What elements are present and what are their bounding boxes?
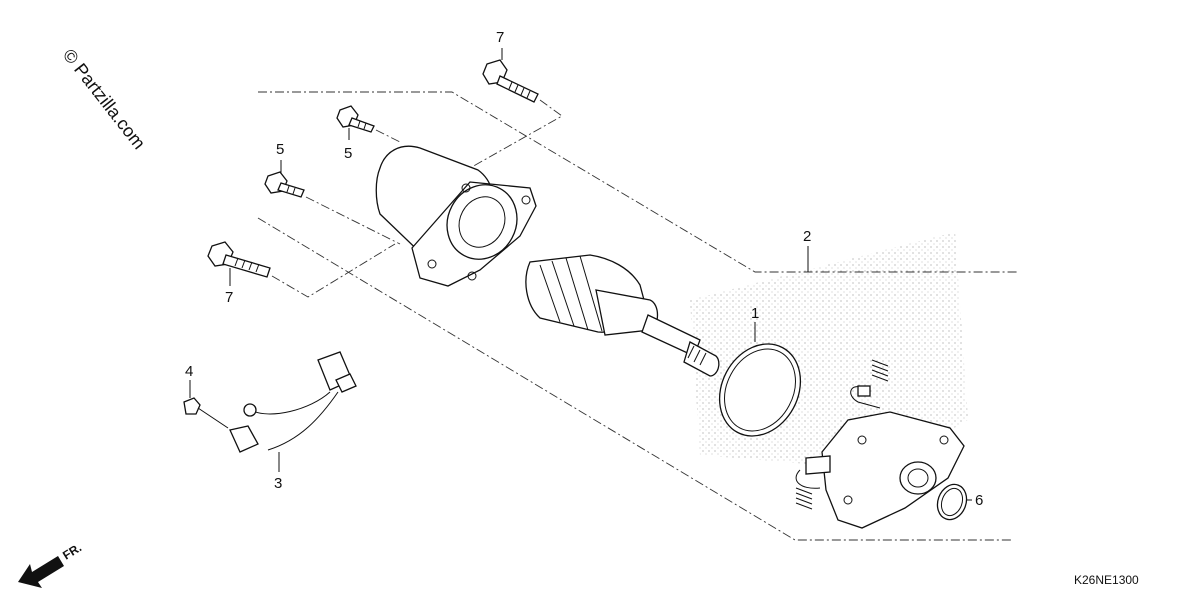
screw-4-icon <box>183 397 229 429</box>
callout-7-top: 7 <box>496 29 504 46</box>
front-direction-label: FR. <box>60 540 84 562</box>
diagram-code: K26NE1300 <box>1074 573 1139 587</box>
callout-4: 4 <box>185 363 193 380</box>
callout-7-lower: 7 <box>225 289 233 306</box>
assembly-outline <box>257 91 1018 541</box>
callout-1: 1 <box>751 305 759 322</box>
wire-harness-3-icon <box>229 351 357 453</box>
armature <box>525 254 720 377</box>
callout-3: 3 <box>274 475 282 492</box>
starter-motor-case <box>375 145 537 287</box>
spring-upper-icon <box>871 359 889 382</box>
callout-5-upper: 5 <box>344 145 352 162</box>
front-direction-arrow-icon <box>18 556 64 588</box>
bolt-7-top-icon <box>482 59 539 103</box>
callout-6: 6 <box>975 492 983 509</box>
callout-5-lower: 5 <box>276 141 284 158</box>
o-ring-1-icon <box>718 343 802 437</box>
bolt-5-upper-icon <box>336 105 375 133</box>
leader-lines <box>189 48 972 501</box>
watermark: © Partzilla.com <box>59 45 149 153</box>
callout-2: 2 <box>803 228 811 245</box>
spring-lower-icon <box>795 487 813 510</box>
front-cover <box>795 411 965 529</box>
bolt-5-lower-icon <box>264 171 305 198</box>
o-ring-6-icon <box>936 483 968 521</box>
brush-wire-icon <box>850 385 881 409</box>
bolt-7-lower-icon <box>207 241 271 278</box>
